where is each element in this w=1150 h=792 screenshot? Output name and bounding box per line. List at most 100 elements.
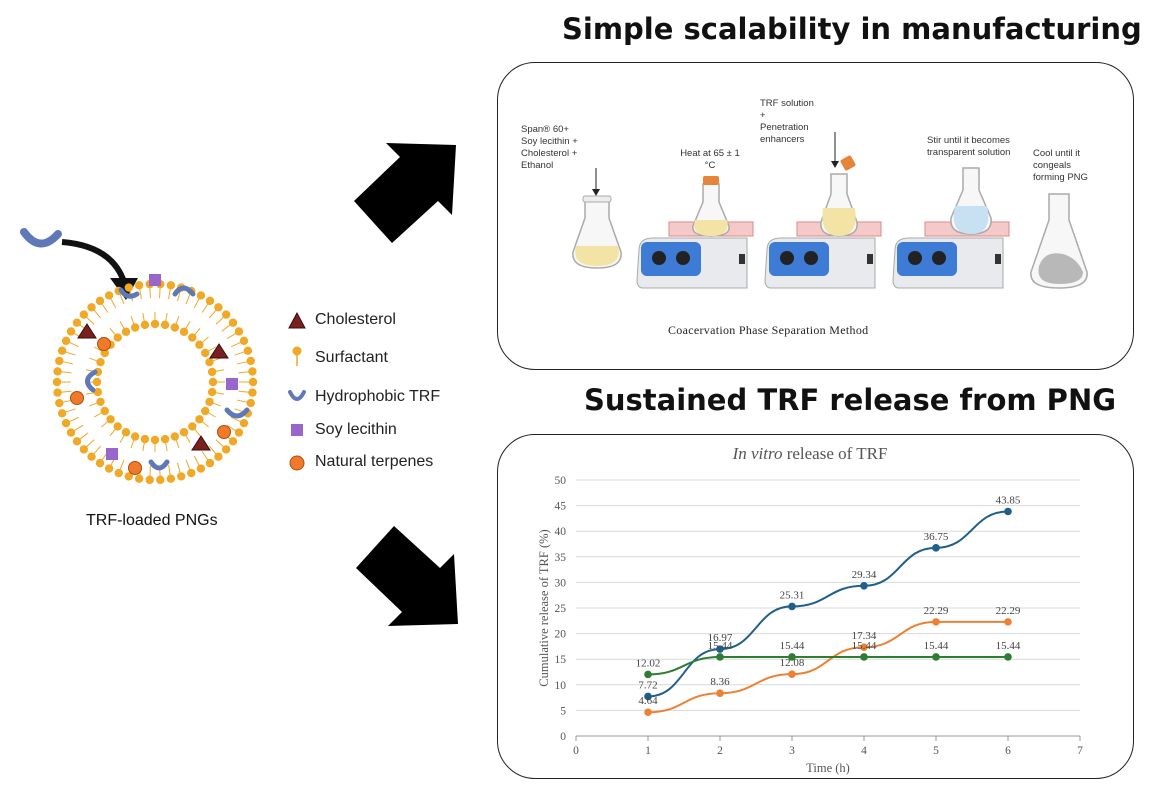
outer-surfactant-head [205, 458, 215, 468]
curved-arrow-icon [61, 239, 127, 284]
data-point [860, 581, 868, 590]
inner-surfactant-head [106, 415, 115, 424]
inner-surfactant-head [205, 357, 214, 367]
x-tick-label: 0 [573, 745, 579, 757]
outer-surfactant-head [104, 291, 114, 300]
data-point [860, 643, 868, 652]
data-point [1004, 507, 1012, 516]
legend-label: Soy lecithin [315, 421, 397, 438]
inner-surfactant-head [121, 428, 131, 437]
outer-surfactant-head [248, 377, 258, 387]
outer-surfactant-head [57, 346, 67, 355]
outer-surfactant-head [134, 281, 144, 290]
inner-surfactant-head [130, 432, 140, 441]
outer-surfactant-head [52, 377, 62, 387]
x-tick-label: 7 [1077, 745, 1083, 757]
inner-surfactant-head [208, 377, 218, 387]
y-tick-label: 25 [555, 603, 567, 615]
vesicle [52, 274, 258, 485]
trf-v-icon [20, 228, 62, 248]
data-label: 7.72 [638, 679, 657, 691]
series-line [647, 655, 1008, 676]
outer-surfactant-head [221, 310, 231, 319]
outer-surfactant-head [145, 475, 154, 485]
y-tick-label: 5 [560, 705, 566, 717]
outer-surfactant-head [239, 418, 249, 428]
inner-surfactant-head [207, 387, 217, 397]
y-tick-label: 45 [555, 501, 567, 513]
series-line [647, 510, 1009, 698]
inner-surfactant-head [179, 327, 189, 336]
x-tick-label: 1 [645, 745, 651, 757]
data-label: 17.34 [852, 630, 877, 642]
flask-icon [820, 173, 858, 237]
data-label: 25.31 [780, 589, 805, 601]
inner-surfactant-head [179, 428, 189, 437]
natural-terpenes-icon [289, 455, 305, 471]
outer-surfactant-head [243, 346, 253, 355]
inner-surfactant-head [160, 320, 170, 330]
inner-surfactant-head [201, 406, 210, 416]
hot-plate-icon [636, 221, 754, 289]
x-axis-label: Time (h) [806, 761, 850, 775]
surfactant-icon [292, 346, 302, 366]
data-point [716, 689, 724, 697]
outer-surfactant-head [79, 310, 89, 319]
y-tick-label: 0 [560, 731, 566, 743]
inner-surfactant-head [160, 434, 170, 444]
inner-surfactant-head [96, 357, 105, 367]
data-label: 15.44 [996, 640, 1021, 652]
data-label: 15.44 [852, 640, 877, 652]
outer-surfactant-head [246, 356, 255, 366]
data-point [644, 708, 652, 717]
soy-lecithin-icon [149, 274, 161, 286]
outer-surfactant-head [55, 356, 64, 366]
cholesterol-icon [288, 311, 306, 329]
outer-surfactant-head [234, 327, 244, 336]
data-point [788, 653, 796, 661]
data-point [716, 645, 724, 653]
outer-surfactant-head [66, 327, 76, 336]
data-label: 16.97 [708, 632, 733, 644]
outer-surfactant-head [79, 445, 89, 454]
outer-surfactant-head [248, 367, 257, 376]
inner-surfactant-head [188, 422, 197, 431]
terpene-icon [128, 461, 142, 475]
outer-surfactant-head [205, 296, 215, 306]
inner-surfactant-head [205, 397, 214, 407]
method-caption: Coacervation Phase Separation Method [668, 323, 869, 337]
data-label: 12.08 [780, 657, 805, 669]
y-tick-label: 30 [555, 577, 567, 589]
arrow-down-right-icon [356, 526, 458, 626]
inner-surfactant-head [195, 415, 204, 424]
inner-surfactant-head [195, 340, 204, 349]
data-label: 4.64 [638, 695, 658, 707]
data-point [788, 670, 796, 678]
data-point [1004, 653, 1012, 661]
data-point [1004, 618, 1012, 626]
outer-surfactant-head [114, 468, 123, 478]
inner-surfactant-head [201, 348, 210, 358]
inner-surfactant-head [100, 348, 109, 358]
outer-surfactant-head [228, 318, 238, 327]
y-tick-label: 10 [555, 680, 567, 692]
soy-lecithin-icon [291, 424, 303, 436]
data-label: 15.44 [708, 640, 733, 652]
outer-surfactant-head [104, 464, 114, 473]
inner-surfactant-head [140, 320, 150, 330]
trf-molecule-icon [172, 285, 196, 297]
soy-lecithin-icon [226, 378, 238, 390]
outer-surfactant-head [57, 409, 67, 418]
y-axis-label: Cumulative release of TRF (%) [537, 529, 551, 686]
outer-surfactant-head [246, 398, 255, 408]
trf-molecule-icon [118, 287, 140, 299]
outer-surfactant-head [66, 428, 76, 437]
outer-surfactant-head [87, 303, 96, 312]
data-label: 15.44 [924, 640, 949, 652]
flask-icon [950, 167, 992, 235]
x-tick-label: 3 [789, 745, 795, 757]
data-label: 22.29 [996, 605, 1021, 617]
process-illustration [572, 132, 1088, 289]
outer-surfactant-head [61, 336, 71, 346]
